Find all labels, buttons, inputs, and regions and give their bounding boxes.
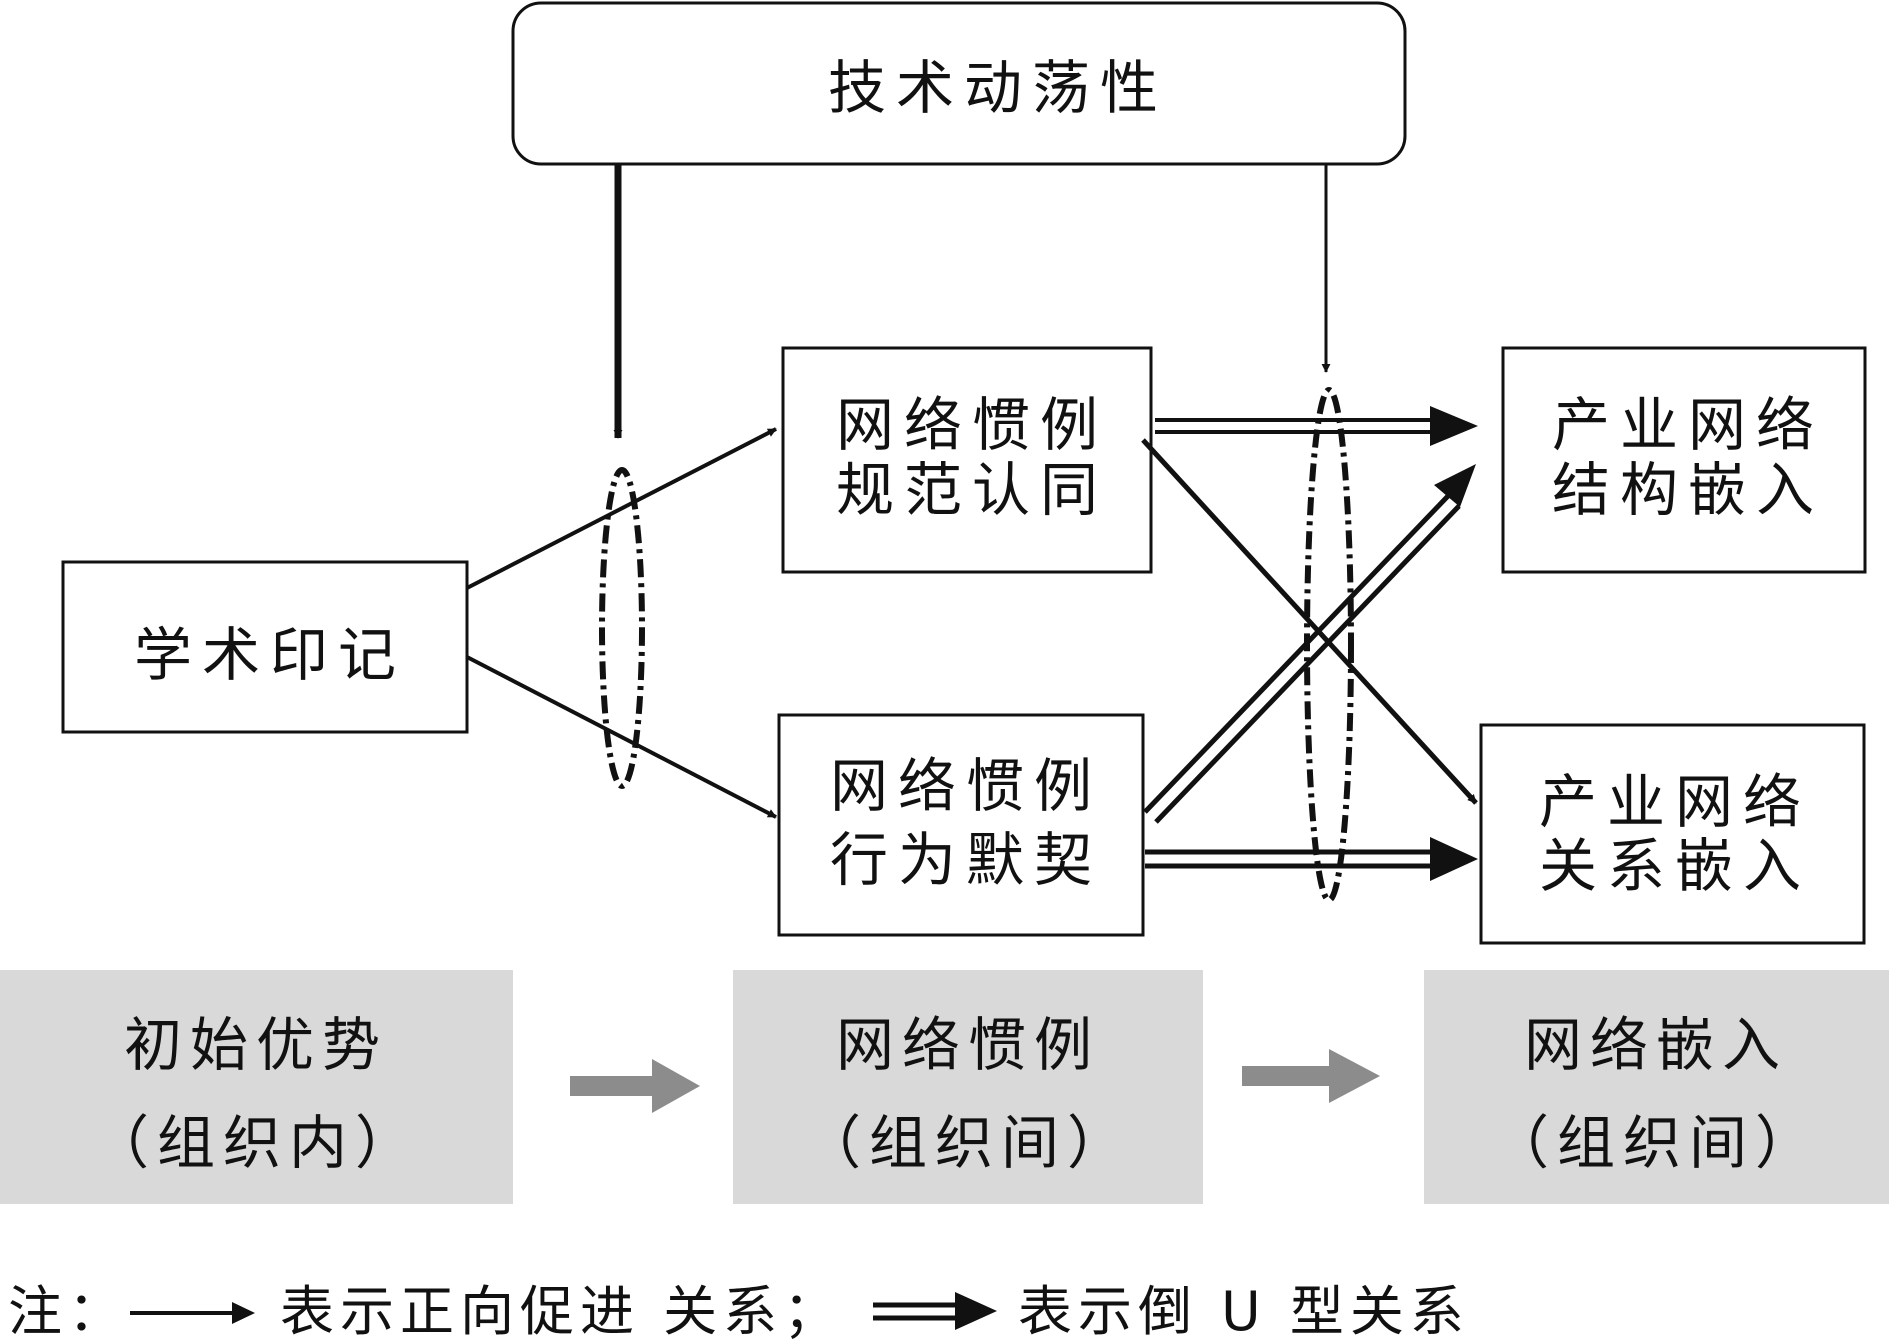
stage-arrow-1	[570, 1059, 700, 1113]
node-relational-embedding: 产业网络 关系嵌入	[1479, 723, 1866, 945]
node-structural-embedding: 产业网络 结构嵌入	[1501, 346, 1867, 574]
arrow-norm-to-relational	[1141, 438, 1478, 805]
stage-band-network-routine: 网络惯例 （组织间）	[733, 970, 1203, 1204]
node-norm-line2: 规范认同	[836, 456, 1108, 524]
band-1-subtitle: （组织内）	[91, 1109, 421, 1177]
band-2-title: 网络惯例	[836, 1011, 1100, 1079]
stage-band-initial-advantage: 初始优势 （组织内）	[0, 970, 513, 1204]
band-3-subtitle: （组织间）	[1491, 1109, 1821, 1177]
arrow-norm-to-structural	[1155, 406, 1478, 446]
arrow-behavior-to-relational	[1145, 837, 1478, 881]
band-3-title: 网络嵌入	[1524, 1011, 1788, 1079]
band-1-title: 初始优势	[124, 1011, 388, 1079]
node-academic-label: 学术印记	[134, 621, 406, 689]
moderation-ellipse-right	[1304, 387, 1354, 903]
node-structural-line2: 结构嵌入	[1552, 456, 1824, 524]
node-behavior-tacit: 网络惯例 行为默契	[777, 713, 1145, 937]
legend-positive-label: 表示正向促进 关系；	[280, 1280, 843, 1341]
legend-inverted-u-label: 表示倒 U 型关系	[1018, 1280, 1470, 1341]
node-tech-turbulence: 技术动荡性	[511, 1, 1407, 166]
stage-arrow-2	[1242, 1049, 1380, 1103]
node-academic-imprint: 学术印记	[61, 560, 469, 734]
moderation-ellipse-left	[599, 467, 645, 789]
node-tech-label: 技术动荡性	[828, 54, 1168, 122]
legend-single-arrow-icon	[130, 1302, 255, 1324]
arrow-academic-to-norm	[466, 427, 777, 590]
node-relational-line2: 关系嵌入	[1539, 832, 1811, 900]
stage-band-network-embedding: 网络嵌入 （组织间）	[1424, 970, 1889, 1204]
node-behavior-line1: 网络惯例	[830, 752, 1102, 820]
node-norm-identification: 网络惯例 规范认同	[781, 346, 1153, 574]
legend-double-arrow-icon	[873, 1292, 997, 1330]
arrow-academic-to-behavior	[466, 655, 777, 819]
node-behavior-line2: 行为默契	[830, 826, 1102, 894]
node-relational-line1: 产业网络	[1539, 768, 1811, 836]
band-2-subtitle: （组织间）	[803, 1109, 1133, 1177]
legend: 注： 表示正向促进 关系； 表示倒 U 型关系	[8, 1280, 1470, 1341]
arrow-behavior-to-structural	[1143, 464, 1476, 824]
legend-prefix: 注：	[8, 1280, 128, 1341]
node-structural-line1: 产业网络	[1552, 391, 1824, 459]
node-norm-line1: 网络惯例	[836, 391, 1108, 459]
